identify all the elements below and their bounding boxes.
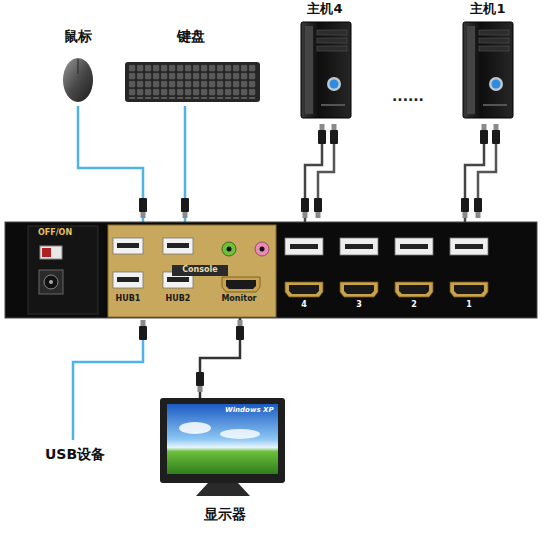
cable-plug [330,124,338,144]
usb-port [395,238,433,255]
cable-connector [305,124,322,222]
mic-jack [255,242,269,256]
screen-cloud [179,422,211,434]
audio-jack-hole [227,247,232,252]
usb-port [340,238,378,255]
mouse-picture [63,58,93,102]
usb-port [113,238,143,254]
kvm-switch: OFF/ON ConsoleHUB1 HUB2 Monitor 4 3 2 1 [5,222,537,318]
port-number: 1 [450,300,488,309]
usb-port [113,272,143,288]
power-switch [40,246,62,259]
power-jack [39,270,63,294]
monitor-frame [160,398,285,483]
port-label: HUB2 [158,294,198,303]
cable-connector [184,106,187,222]
kvm-body [5,222,537,318]
host-cable [478,142,496,198]
mouse-seam [78,59,79,74]
device-heading: 主机4 [287,2,363,17]
cable-plug [181,198,189,218]
cable-plug [480,124,488,144]
port-label: HUB1 [108,294,148,303]
host-computer: 主机1 [450,2,526,124]
console-panel [108,225,276,317]
cable-plug [139,320,147,340]
hdmi-port [395,282,433,297]
power-switch-rocker [42,248,51,257]
ellipsis-mark: ...... [368,88,448,104]
mouse-device: 鼠标 [46,28,110,106]
cable-plug [461,198,469,218]
cable-plug [139,198,147,218]
device-heading: 主机1 [450,2,526,17]
cable-plug [236,320,244,340]
keyboard-device: 键盘 [120,28,262,106]
usb-cable [73,338,143,440]
switch-label: OFF/ON [25,228,85,237]
monitor-screen [167,404,278,474]
usb-port [163,238,193,254]
power-jack-pin [49,280,53,284]
cable-plug [314,198,322,218]
hdmi-port [450,282,488,297]
screen-text: Windows XP [225,406,285,414]
device-heading: 鼠标 [46,28,110,44]
usb-port [163,272,193,288]
cable-plug [474,198,482,218]
cable-plug [492,124,500,144]
host-tower [301,22,351,118]
port-number: 3 [340,300,378,309]
device-heading: 显示器 [155,506,295,522]
mic-jack-hole [260,247,265,252]
host-computer: 主机4 [287,2,363,124]
power-jack-hole [44,275,58,289]
cable-plug [196,372,204,392]
monitor-stand [196,483,250,496]
keyboard-keys [128,65,257,99]
usb-port [285,238,323,255]
audio-jack [222,242,236,256]
device-heading: 键盘 [120,28,262,44]
hdmi-port [340,282,378,297]
port-group-label: Console [172,265,228,274]
usb-port [450,238,488,255]
hdmi-port [222,277,260,292]
screen-cloud [220,429,260,439]
port-number: 4 [285,300,323,309]
cable-plug [318,124,326,144]
monitor-device: Windows XP 显示器 [155,398,295,530]
port-label: Monitor [214,294,264,303]
console-tag [172,265,228,276]
device-label: USB设备 [30,446,120,462]
cable-connector [465,124,484,222]
power-section [28,226,98,314]
port-number: 2 [395,300,433,309]
cable-plug [301,198,309,218]
cable-connector [200,318,240,398]
host-cable [318,142,334,198]
hdmi-port [285,282,323,297]
host-tower [463,22,513,118]
keyboard-picture [125,62,260,102]
cable-connector [78,106,143,222]
